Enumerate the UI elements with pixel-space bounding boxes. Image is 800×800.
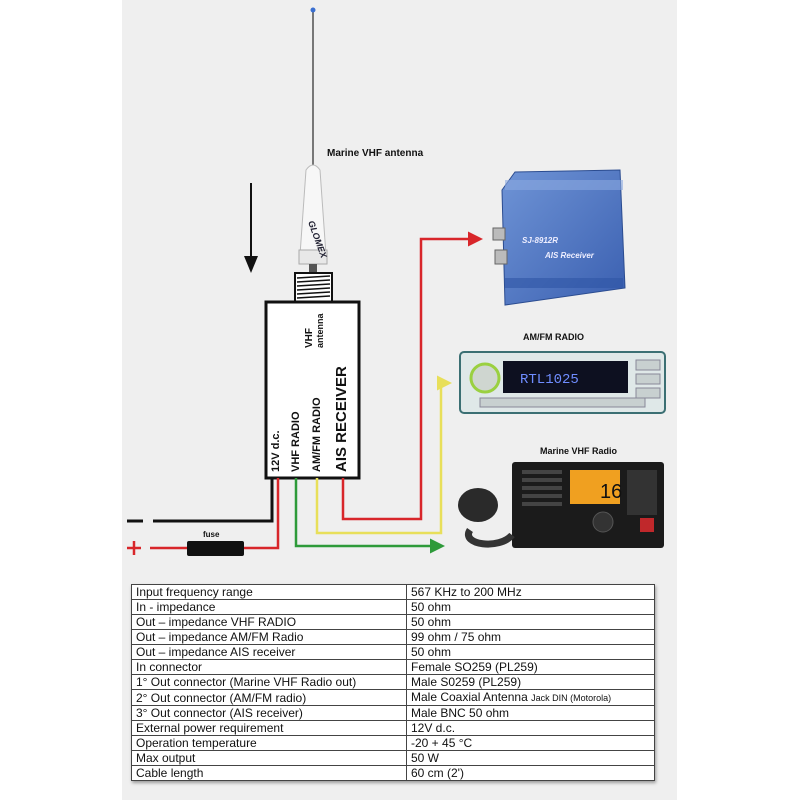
spec-value-text: 60 cm (2') xyxy=(411,766,464,780)
table-row: Operation temperature -20 + 45 °C xyxy=(131,735,655,751)
spec-parameter: 1° Out connector (Marine VHF Radio out) xyxy=(131,674,407,690)
ais-device-label: AIS Receiver xyxy=(544,251,595,260)
negative-wire xyxy=(153,478,274,523)
spec-value-text: 50 ohm xyxy=(411,600,452,614)
spec-value: 50 ohm xyxy=(406,614,655,630)
spec-parameter: In - impedance xyxy=(131,599,407,615)
table-row: Input frequency range 567 KHz to 200 MHz xyxy=(131,584,655,600)
spec-value: Female SO259 (PL259) xyxy=(406,659,655,675)
ais-model-label: SJ-8912R xyxy=(522,236,558,245)
spec-value-text: 567 KHz to 200 MHz xyxy=(411,585,522,599)
spec-value: Male Coaxial Antenna Jack DIN (Motorola) xyxy=(406,689,655,706)
spec-parameter: Cable length xyxy=(131,765,407,781)
table-row: Max output 50 W xyxy=(131,750,655,766)
table-row: In - impedance 50 ohm xyxy=(131,599,655,615)
spec-value-text: Female SO259 (PL259) xyxy=(411,660,538,674)
spec-parameter: 3° Out connector (AIS receiver) xyxy=(131,705,407,721)
spec-parameter: Out – impedance VHF RADIO xyxy=(131,614,407,630)
vhf-radio-wire xyxy=(294,478,445,554)
vhf-channel-display: 16 xyxy=(600,481,622,503)
spec-value: 12V d.c. xyxy=(406,720,655,736)
box-vhf-radio-label: VHF RADIO xyxy=(290,411,302,473)
spec-value: 60 cm (2') xyxy=(406,765,655,781)
spec-value-text: 99 ohm / 75 ohm xyxy=(411,630,502,644)
plus-sign-icon xyxy=(127,541,141,555)
fuse-icon xyxy=(187,541,244,556)
spec-parameter: Out – impedance AIS receiver xyxy=(131,644,407,660)
spec-value: 50 ohm xyxy=(406,599,655,615)
spec-value-text: -20 + 45 °C xyxy=(411,736,473,750)
ais-receiver-device: SJ-8912R AIS Receiver xyxy=(492,169,626,306)
box-12v-label: 12V d.c. xyxy=(270,430,282,472)
spec-parameter: External power requirement xyxy=(131,720,407,736)
spec-value-text: Male S0259 (PL259) xyxy=(411,675,522,689)
spec-value: Male S0259 (PL259) xyxy=(406,674,655,690)
spec-parameter: Out – impedance AM/FM Radio xyxy=(131,629,407,645)
spec-parameter: 2° Out connector (AM/FM radio) xyxy=(131,689,407,706)
spec-value-text: Male Coaxial Antenna xyxy=(411,690,528,704)
table-row: 1° Out connector (Marine VHF Radio out) M… xyxy=(131,674,655,690)
marine-vhf-radio-title: Marine VHF Radio xyxy=(540,446,618,456)
spec-value: 50 W xyxy=(406,750,655,766)
amfm-radio-title: AM/FM RADIO xyxy=(523,332,584,342)
spec-parameter: In connector xyxy=(131,659,407,675)
table-row: Out – impedance AM/FM Radio 99 ohm / 75 o… xyxy=(131,629,655,645)
spec-value-text: 50 ohm xyxy=(411,615,452,629)
spec-value: -20 + 45 °C xyxy=(406,735,655,751)
amfm-radio-wire xyxy=(315,375,452,535)
spec-value: 99 ohm / 75 ohm xyxy=(406,629,655,645)
fuse-label: fuse xyxy=(203,530,220,539)
wiring-diagram: GLOMEX SJ-8912R AIS Receiver RTL1025 xyxy=(127,7,666,556)
spec-parameter: Input frequency range xyxy=(131,584,407,600)
down-arrow-icon xyxy=(244,183,258,273)
spec-value-text: 12V d.c. xyxy=(411,721,456,735)
spec-value-text: 50 W xyxy=(411,751,440,765)
spec-value-text: 50 ohm xyxy=(411,645,452,659)
amfm-display-text: RTL1025 xyxy=(520,372,579,388)
vhf-antenna xyxy=(298,7,328,274)
antenna-connector xyxy=(294,272,333,303)
table-row: 3° Out connector (AIS receiver) Male BNC … xyxy=(131,705,655,721)
spec-value: Male BNC 50 ohm xyxy=(406,705,655,721)
spec-value: 50 ohm xyxy=(406,644,655,660)
spec-value: 567 KHz to 200 MHz xyxy=(406,584,655,600)
spec-parameter: Operation temperature xyxy=(131,735,407,751)
table-row: External power requirement 12V d.c. xyxy=(131,720,655,736)
spec-value-text: Male BNC 50 ohm xyxy=(411,706,510,720)
table-row: Out – impedance VHF RADIO 50 ohm xyxy=(131,614,655,630)
spec-value-note: Jack DIN (Motorola) xyxy=(531,693,612,703)
antenna-label: Marine VHF antenna xyxy=(327,148,424,159)
box-antenna-label: antenna xyxy=(315,313,325,348)
table-row: Cable length 60 cm (2') xyxy=(131,765,655,781)
box-vhf-label: VHF xyxy=(304,328,315,348)
marine-vhf-radio-device: 16 xyxy=(458,462,664,548)
spec-parameter: Max output xyxy=(131,750,407,766)
box-amfm-radio-label: AM/FM RADIO xyxy=(311,397,323,472)
amfm-radio-device: RTL1025 xyxy=(459,351,666,414)
table-row: Out – impedance AIS receiver 50 ohm xyxy=(131,644,655,660)
ais-receiver-wire xyxy=(341,231,483,521)
box-ais-receiver-label: AIS RECEIVER xyxy=(333,366,350,472)
table-row: In connector Female SO259 (PL259) xyxy=(131,659,655,675)
table-row: 2° Out connector (AM/FM radio)Male Coaxi… xyxy=(131,689,655,706)
splitter-box xyxy=(264,300,361,480)
